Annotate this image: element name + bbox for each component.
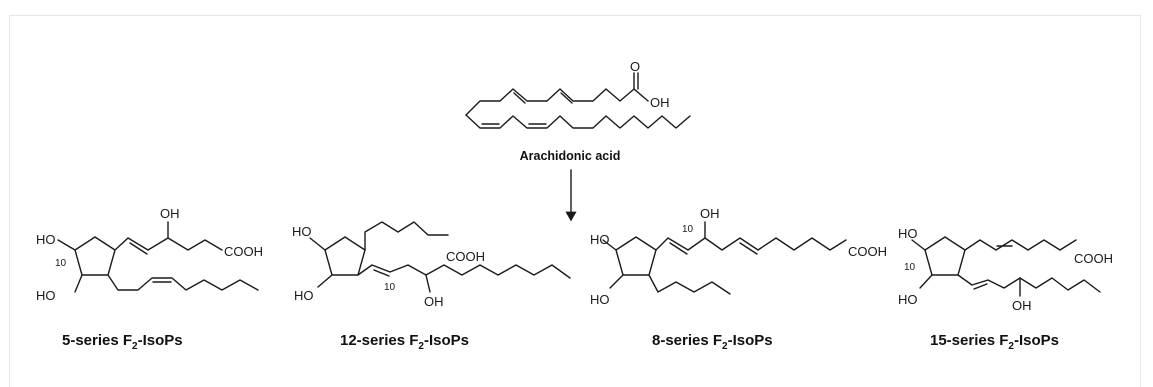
double-bond-2	[739, 242, 758, 255]
ho-bottom: HO	[36, 288, 56, 303]
series-label: 12-series F2-IsoPs	[340, 332, 469, 352]
isoprostane-15-series: HO 10 HO COOH OH 15-series F2-IsoPs	[898, 226, 1113, 352]
ho-top: HO	[36, 232, 56, 247]
double-bond	[129, 242, 148, 255]
ho-top-bond	[309, 237, 326, 251]
lower-chain	[957, 274, 1101, 293]
ho-top: HO	[292, 224, 312, 239]
position-10: 10	[384, 282, 396, 293]
ho-bottom-bond	[919, 274, 933, 289]
oh-bond	[425, 274, 431, 293]
double-bond	[669, 242, 688, 255]
oh-side: OH	[1012, 298, 1032, 313]
isoprostane-5-series: HO 10 HO OH COOH 5-series F2-IsoPs	[36, 206, 263, 352]
ring-5	[74, 236, 116, 276]
ho-bottom-bond	[74, 274, 83, 293]
double-bond-2	[973, 283, 988, 290]
acid-group: COOH	[848, 244, 887, 259]
position-10: 10	[55, 258, 67, 269]
isoprostane-8-series: HO HO 10 OH COOH 8-series F2-IsoPs	[590, 206, 887, 352]
acid-group: COOH	[1074, 251, 1113, 266]
upper-chain	[655, 237, 847, 251]
ho-top-bond	[602, 239, 617, 251]
oh-side: OH	[700, 206, 720, 221]
lower-chain	[357, 264, 571, 279]
position-10: 10	[682, 224, 694, 235]
ho-top: HO	[898, 226, 918, 241]
ho-top-bond	[57, 239, 76, 251]
ring-8	[615, 236, 657, 276]
figure-frame	[9, 15, 1141, 387]
acid-group: COOH	[224, 244, 263, 259]
arachidonic-acid-structure: O OH Arachidonic acid	[465, 59, 691, 163]
aa-upper-chain	[465, 88, 649, 116]
series-label: 5-series F2-IsoPs	[62, 332, 183, 352]
ring-12	[324, 236, 366, 276]
aa-carbonyl-oxygen: O	[630, 59, 640, 74]
ho-bottom-bond	[609, 274, 624, 289]
double-bond	[373, 269, 390, 277]
upper-chain	[964, 239, 1077, 251]
position-10: 10	[904, 262, 916, 273]
ho-top-bond	[911, 239, 926, 251]
series-label: 15-series F2-IsoPs	[930, 332, 1059, 352]
precursor-name: Arachidonic acid	[520, 149, 621, 163]
aa-double-bond-1	[513, 92, 526, 104]
ring-15	[924, 236, 966, 276]
ho-top: HO	[590, 232, 610, 247]
lower-chain	[648, 274, 731, 295]
ho-bottom: HO	[898, 292, 918, 307]
ho-bottom: HO	[294, 288, 314, 303]
ho-bottom-bond	[317, 274, 333, 288]
oh-side: OH	[424, 294, 444, 309]
upper-chain	[364, 221, 449, 251]
ho-bottom: HO	[590, 292, 610, 307]
aa-lower-chain	[465, 114, 691, 129]
acid-group: COOH	[446, 249, 485, 264]
aa-double-bond-2	[560, 92, 573, 104]
oh-side: OH	[160, 206, 180, 221]
lower-chain	[107, 274, 259, 291]
aa-hydroxyl: OH	[650, 95, 670, 110]
series-label: 8-series F2-IsoPs	[652, 332, 773, 352]
isoprostane-12-series: HO HO COOH 10 OH 12-series F2-IsoPs	[292, 221, 571, 352]
